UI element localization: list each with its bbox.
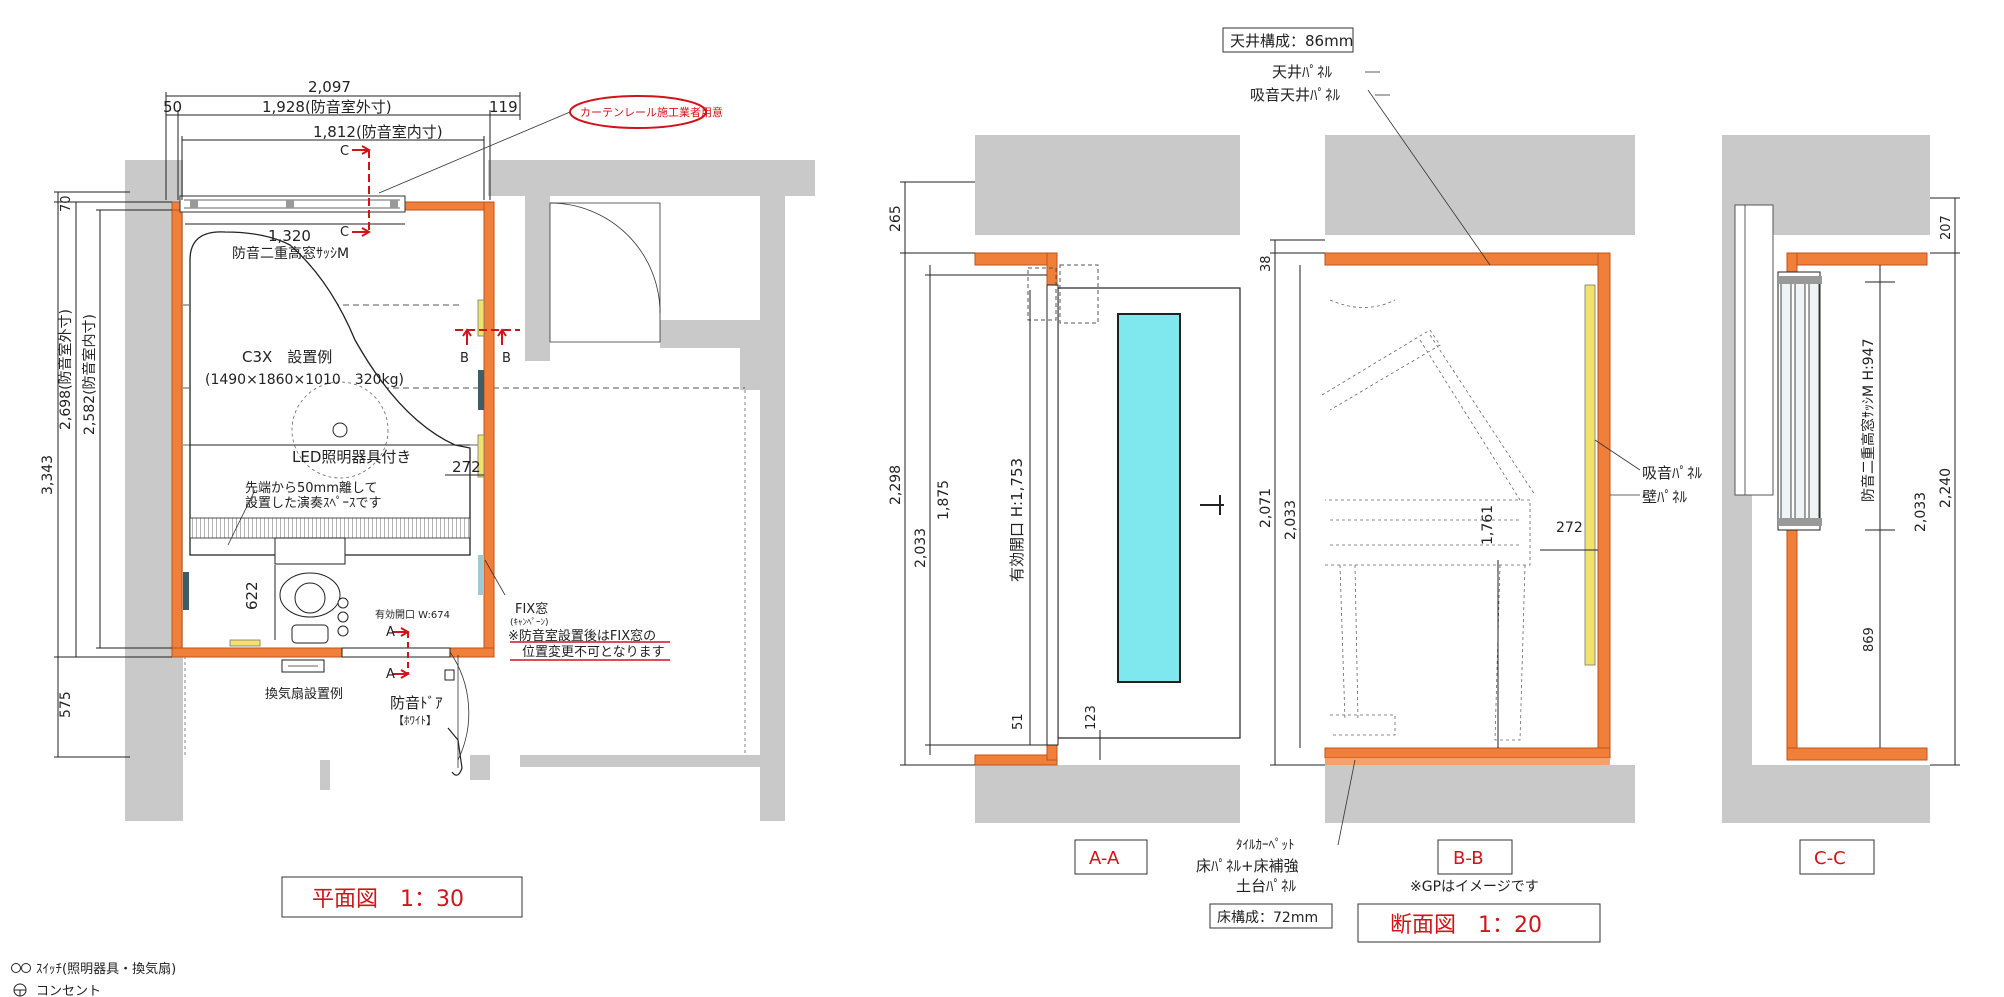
- aa-dim-2298: 2,298: [888, 465, 904, 505]
- plan-dim-622: 622: [243, 581, 261, 610]
- plan-dim-outer: 1,928(防音室外寸): [262, 98, 392, 116]
- light-label: LED照明器具付き: [292, 448, 411, 466]
- cc-window-height: 防音二重高窓ｻｯｼM H:947: [1860, 339, 1877, 503]
- plan-dim-left: 50: [163, 98, 182, 116]
- section-b-left: B: [460, 351, 469, 366]
- bb-dim-2071: 2,071: [1258, 488, 1274, 528]
- section-c-top: C: [340, 144, 349, 159]
- bb-tile-carpet: ﾀｲﾙｶｰﾍﾟｯﾄ: [1236, 838, 1295, 853]
- section-marks-plan: [352, 145, 670, 679]
- bb-gp-note: ※GPはイメージです: [1410, 879, 1539, 895]
- aa-opening-height: 有効開口 H:1,753: [1008, 458, 1026, 582]
- cc-dim-207: 207: [1939, 215, 1954, 240]
- fix-window-note-2: 位置変更不可となります: [522, 644, 665, 660]
- aa-dim-123: 123: [1084, 705, 1099, 730]
- bb-dim-38: 38: [1259, 255, 1274, 272]
- section-b-right: B: [502, 351, 511, 366]
- plan-dim-window: 1,320: [268, 227, 311, 245]
- plan-view: 2,097 50 1,928(防音室外寸) 119 1,812(防音室内寸) カ…: [40, 78, 815, 918]
- section-scale-box: [1357, 903, 1601, 943]
- door-plan: [341, 647, 470, 776]
- plan-scale-title: 平面図 1：30: [312, 887, 464, 912]
- closet-door-swing: [549, 202, 661, 314]
- fix-window-sub: (ｷｬﾝﾍﾟｰﾝ): [510, 617, 549, 628]
- plan-dim-575: 575: [58, 691, 74, 718]
- absorb-panels-plan: [183, 299, 485, 647]
- bb-wall-panel-label: 壁ﾊﾟﾈﾙ: [1642, 488, 1688, 506]
- bb-floor-spec: 床構成：72mm: [1217, 910, 1318, 926]
- bb-base-panel: 土台ﾊﾟﾈﾙ: [1236, 877, 1297, 895]
- aa-dim-1875: 1,875: [936, 480, 952, 520]
- section-aa: 265 2,298 2,033 1,875 有効開口 H:1,753 51 12…: [888, 135, 1241, 875]
- plan-dim-inner-depth: 2,582(防音室内寸): [81, 314, 98, 435]
- cc-dim-2240: 2,240: [1938, 468, 1954, 508]
- plan-dim-70: 70: [59, 195, 74, 212]
- door-label: 防音ﾄﾞｱ: [390, 694, 443, 712]
- piano-size: (1490×1860×1010 320kg): [205, 372, 404, 388]
- bb-absorb-ceiling: 吸音天井ﾊﾟﾈﾙ: [1250, 86, 1341, 104]
- plan-dims-left: [54, 191, 484, 758]
- bb-absorb-panel: [1584, 284, 1596, 666]
- bb-ceiling-panel: 天井ﾊﾟﾈﾙ: [1272, 63, 1333, 81]
- bb-floor-panel: 床ﾊﾟﾈﾙ+床補強: [1196, 857, 1299, 875]
- fan-label: 換気扇設置例: [265, 686, 343, 702]
- bb-absorb-panel-label: 吸音ﾊﾟﾈﾙ: [1642, 464, 1703, 482]
- bb-floor-spec-box: [1209, 903, 1333, 929]
- grand-piano-plan: [189, 231, 471, 644]
- bb-dim-2033: 2,033: [1283, 500, 1299, 540]
- closet-outline: [549, 202, 661, 343]
- cc-label-box: [1799, 839, 1875, 875]
- plan-dim-272: 272: [452, 458, 481, 476]
- performer-note-1: 先端から50mm離して: [245, 481, 377, 496]
- bb-ceiling-spec-box: [1222, 27, 1354, 53]
- performer-note-2: 設置した演奏ｽﾍﾟｰｽです: [245, 495, 382, 511]
- bb-ceiling-spec: 天井構成：86mm: [1230, 32, 1353, 50]
- piano-model: C3X 設置例: [242, 348, 332, 366]
- cc-dim-2033: 2,033: [1913, 492, 1929, 532]
- section-c-bottom: C: [340, 225, 349, 240]
- legend-outlet: コンセント: [36, 984, 101, 997]
- section-bb: 38 2,071 2,033 1,761 272 天井構成：86mm 天井ﾊﾟﾈ…: [1196, 27, 1703, 943]
- bb-label: B-B: [1453, 848, 1484, 869]
- bb-dim-1761: 1,761: [1480, 505, 1496, 545]
- plan-window-label: 防音二重高窓ｻｯｼM: [232, 245, 349, 262]
- fix-window-label: FIX窓: [515, 601, 548, 617]
- fix-window-note-1: ※防音室設置後はFIX窓の: [508, 628, 656, 644]
- aa-label-box: [1074, 839, 1148, 875]
- plan-dim-inner: 1,812(防音室内寸): [313, 123, 443, 141]
- callout-oval: [569, 95, 707, 129]
- door-glass: [1117, 313, 1181, 683]
- door-color: 【ﾎﾜｲﾄ】: [393, 714, 437, 727]
- aa-dim-51: 51: [1011, 713, 1026, 730]
- section-a-top: A: [386, 625, 395, 640]
- bb-piano-image: [1321, 299, 1536, 741]
- aa-label: A-A: [1089, 848, 1120, 869]
- plan-dim-right: 119: [489, 98, 518, 116]
- plan-dim-total-depth: 3,343: [40, 455, 56, 495]
- plan-dim-total-width: 2,097: [308, 78, 351, 96]
- cc-label: C-C: [1814, 848, 1846, 869]
- bb-dim-272: 272: [1556, 520, 1583, 536]
- legend: ｽｲｯﾁ(照明器具・換気扇) コンセント: [11, 961, 176, 997]
- callout-curtain-rail: カーテンレール施工業者用意: [580, 105, 723, 119]
- door-opening-width: 有効開口 W:674: [375, 608, 450, 621]
- section-scale-title: 断面図 1：20: [1390, 913, 1542, 938]
- section-cc: 207 防音二重高窓ｻｯｼM H:947 2,033 2,240 869 C-C: [1722, 135, 1960, 875]
- section-a-bottom: A: [386, 667, 395, 682]
- door-swing: [449, 651, 470, 761]
- bb-label-box: [1437, 839, 1513, 875]
- plan-dim-outer-depth: 2,698(防音室外寸): [57, 309, 74, 430]
- cc-dim-869: 869: [1862, 627, 1877, 652]
- cc-high-window: [1777, 271, 1822, 531]
- fan-plan: [281, 659, 325, 673]
- aa-dim-265: 265: [888, 205, 904, 232]
- legend-switch: ｽｲｯﾁ(照明器具・換気扇): [36, 961, 176, 977]
- plan-scale-box: [281, 876, 523, 918]
- aa-dim-2033: 2,033: [913, 528, 929, 568]
- high-window-plan: [179, 195, 406, 213]
